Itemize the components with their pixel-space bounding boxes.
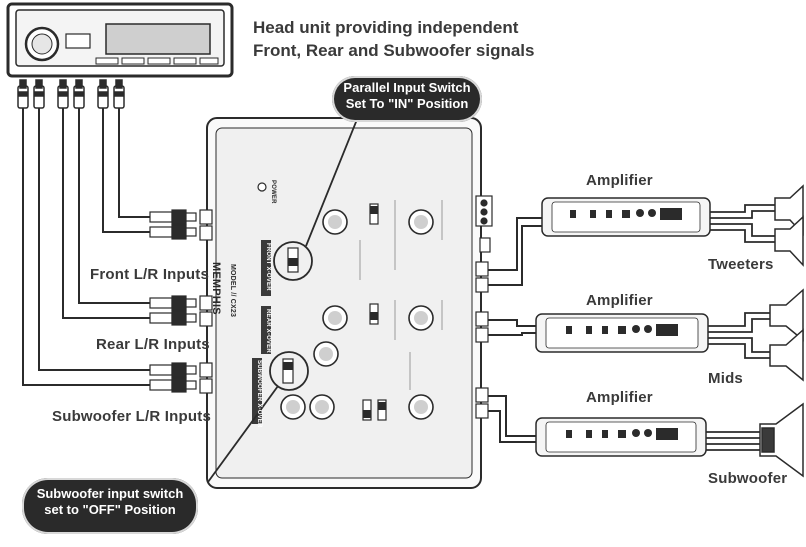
head-unit-caption: Head unit providing independent Front, R… (253, 16, 534, 62)
subwoofer-speaker-icon (759, 402, 804, 478)
crossover-input-plugs (149, 209, 197, 393)
mids-label: Mids (708, 370, 743, 387)
tweeter-speakers (774, 184, 804, 267)
parallel-switch-callout-line1: Parallel Input Switch (343, 80, 471, 95)
sub-xover-label: SUBWOOFER X-OVER (256, 360, 262, 428)
head-unit-caption-line1: Head unit providing independent (253, 18, 519, 37)
rear-xover-label: REAR X-OVER (265, 309, 271, 353)
front-inputs-label: Front L/R Inputs (90, 266, 210, 283)
amplifier-1 (541, 197, 711, 237)
amplifier-3-label: Amplifier (586, 389, 653, 406)
amplifier-3 (535, 417, 707, 457)
head-unit-rca-plugs (17, 79, 125, 109)
output-jacks (475, 261, 489, 419)
input-jacks (199, 209, 213, 394)
amplifier-2 (535, 313, 709, 353)
crossover-brand: MEMPHIS (210, 262, 222, 315)
rear-xover-badge (261, 306, 271, 354)
sub-xover-badge (252, 358, 262, 424)
power-terminal (475, 195, 493, 253)
output-cables (488, 217, 542, 443)
head-unit-caption-line2: Front, Rear and Subwoofer signals (253, 41, 535, 60)
power-led-icon (257, 182, 267, 192)
mid-speakers (769, 288, 804, 382)
power-label: POWER (270, 180, 276, 204)
crossover-model: MODEL // CX23 (229, 264, 236, 318)
subwoofer-label: Subwoofer (708, 470, 788, 487)
input-cables (22, 108, 150, 386)
amplifier-2-label: Amplifier (586, 292, 653, 309)
sub-switch-callout-line1: Subwoofer input switch (36, 486, 184, 501)
sub-switch-callout: Subwoofer input switch set to "OFF" Posi… (22, 478, 198, 534)
front-xover-label: FRONT X-OVER (265, 243, 271, 291)
sub-inputs-label: Subwoofer L/R Inputs (52, 408, 211, 425)
crossover-unit (199, 117, 493, 489)
sub-switch-callout-line2: set to "OFF" Position (44, 502, 176, 517)
tweeters-label: Tweeters (708, 256, 774, 273)
rear-inputs-label: Rear L/R Inputs (96, 336, 210, 353)
parallel-switch-callout-line2: Set To "IN" Position (345, 96, 469, 111)
callout-pointers (207, 111, 361, 483)
front-xover-badge (261, 240, 271, 296)
head-unit-display (105, 23, 211, 55)
amplifier-1-label: Amplifier (586, 172, 653, 189)
head-unit (6, 2, 234, 78)
parallel-switch-callout: Parallel Input Switch Set To "IN" Positi… (332, 76, 482, 122)
speaker-cables (706, 204, 775, 451)
